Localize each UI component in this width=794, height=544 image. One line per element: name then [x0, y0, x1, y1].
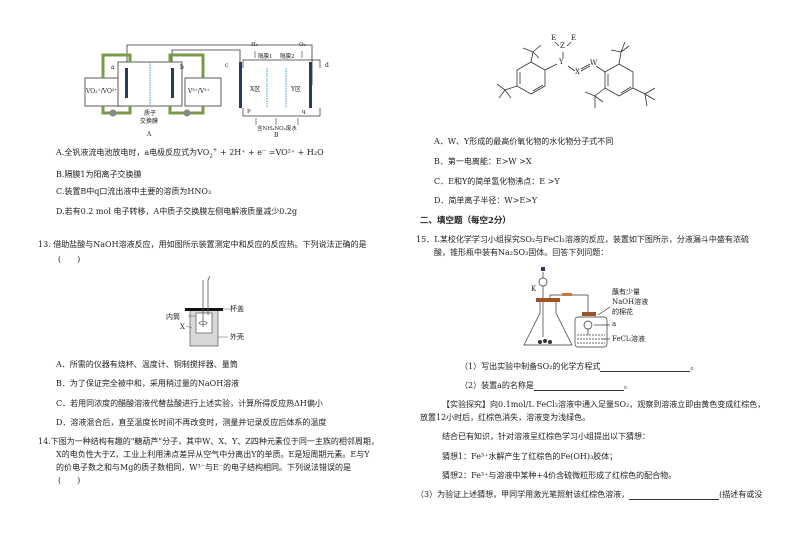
q14-stem-line3: 的价电子数之和与Mg的质子数相同，W³⁻与E⁻的电子结构相同。下列说法错误的是: [56, 463, 352, 472]
cotton-label-3: 的棉花: [612, 308, 633, 316]
gas-h2-label: H₂: [251, 42, 259, 48]
atom-y: Y: [559, 58, 564, 66]
q15-stem-line2: 酸，锥形瓶中装有Na₂SO₃固体。回答下列问题：: [434, 248, 609, 257]
electrode-b-label: b: [180, 64, 184, 71]
gas-o2-label: O₂: [299, 42, 306, 48]
q13-option-c: C．若用同浓度的醋酸溶液代替盐酸进行上述实验，计算所得反应热ΔH偏小: [56, 399, 323, 408]
q13-option-a: A．所需的仪器有烧杯、温度计、铜制搅拌器、量筒: [56, 360, 238, 369]
q12-option-a: A.全钒液流电池放电时，a电极反应式为VO2+ + 2H⁺ + e⁻ =VO²⁺…: [56, 147, 324, 160]
zone-x-label: X区: [250, 86, 261, 93]
atom-e-right: E: [571, 34, 577, 42]
x-label: X: [180, 323, 185, 331]
inner-cylinder-label: 内筒: [166, 313, 180, 321]
atom-w: W: [590, 59, 598, 67]
caption-b: B: [274, 132, 279, 139]
q14-option-c: C．E和Y的简单氢化物沸点：E >Y: [434, 177, 560, 186]
q13-stem: 13. 借助盐酸与NaOH溶液反应，用如图所示装置测定中和反应的反应热。下列说法…: [38, 240, 367, 249]
q14-option-a: A．W、Y形成的最高价氧化物的水化物分子式不同: [434, 137, 614, 146]
cotton-label-2: NaOH溶液: [612, 298, 649, 306]
zone-y-label: Y区: [291, 86, 301, 93]
electrode-d-label: d: [325, 62, 329, 69]
section-title-fill-in: 二、填空题（每空2分）: [420, 216, 511, 226]
atom-e-left: E: [551, 34, 557, 42]
figure-electrochem-ab: VO₂⁺/VO²⁺ V³⁺/V²⁺ a b 质子 交换膜 A c d H₂ O₂…: [75, 40, 345, 140]
q15-sub2: （2）装置a的名称是。: [460, 381, 632, 391]
q13-answer-paren: ( ): [58, 255, 81, 264]
inlet-label: 含NH₄NO₃废水: [257, 126, 297, 132]
figure-so2-apparatus: K 蘸有少量 NaOH溶液 的棉花 a FeCl₃溶液: [510, 265, 690, 355]
cotton-label-1: 蘸有少量: [612, 288, 640, 296]
q14-number: 14.: [38, 437, 51, 446]
q12-option-c: C.装置B中q口流出液中主要的溶质为HNO₃: [56, 187, 212, 196]
q15-explore-line2: 放置12小时后，红棕色消失，溶液变为浅绿色。: [420, 413, 591, 422]
figure-molecule: E Z E Y X W: [495, 34, 685, 128]
outer-shell-label: 外壳: [230, 333, 244, 341]
valve-k-label: K: [531, 285, 537, 293]
tank-label-left: VO₂⁺/VO²⁺: [86, 88, 118, 95]
lid-label: 杯盖: [230, 305, 244, 313]
figure-calorimeter: 杯盖 内筒 X 外壳: [150, 265, 300, 355]
atom-z: Z: [560, 42, 565, 50]
outlet-p-label: P: [247, 109, 251, 115]
q14-option-d: D．简单离子半径：W>E>Y: [434, 196, 538, 205]
q13-number: 13.: [38, 240, 51, 249]
caption-a: A: [147, 131, 152, 138]
q14-stem-line1: 14.下图为一种结构有趣的"糖葫芦"分子，其中W、X、Y、Z四种元素位于同一主族…: [38, 437, 379, 446]
q13-option-b: B．为了保证完全被中和，采用稍过量的NaOH溶液: [56, 379, 240, 388]
membrane-1-label: 隔膜1: [258, 54, 273, 60]
q15-explore-line1: 【实验探究】向0.1mol/L FeCl₃溶液中通入足量SO₂，观察到溶液立即由…: [442, 400, 766, 409]
q15-sub3: （3）为验证上述猜想，甲同学用激光笔照射该红棕色溶液，(描述有或没: [416, 490, 763, 500]
answer-blank-1[interactable]: [600, 363, 691, 372]
fecl3-solution-label: FeCl₃溶液: [612, 335, 646, 343]
q12-option-b: B.隔膜1为阳离子交换膜: [56, 170, 142, 179]
device-a-label: a: [612, 320, 617, 328]
q15-stem-line1: 15．Ⅰ.某校化学学习小组探究SO₂与FeCl₃溶液的反应，装置如下图所示，分液…: [416, 235, 749, 244]
q15-sub1: （1）写出实验中制备SO₂的化学方程式。: [460, 362, 699, 372]
membrane-label-2: 交换膜: [140, 118, 159, 125]
electrode-c-label: c: [225, 62, 229, 69]
q13-option-d: D．溶液混合后，直至温度长时间不再改变时，测量并记录反应后体系的温度: [56, 418, 327, 427]
tank-label-right: V³⁺/V²⁺: [188, 88, 210, 95]
q14-stem-line2: X的电负性大于Z，工业上利用沸点差异从空气中分离出Y的单质。E是短周期元素。E与…: [56, 450, 370, 459]
q15-guess1: 猜想1：Fe³⁺水解产生了红棕色的Fe(OH)₃胶体；: [442, 452, 618, 461]
electrode-a-label: a: [111, 64, 115, 71]
answer-blank-2[interactable]: [533, 382, 624, 391]
answer-blank-3[interactable]: [629, 491, 720, 500]
atom-x: X: [575, 68, 580, 76]
outlet-q-label: q: [302, 109, 306, 115]
q12-option-d: D.若有0.2 mol 电子转移，A中质子交换膜左侧电解液质量减少0.2g: [56, 207, 298, 216]
q15-guess2: 猜想2：Fe³⁺与溶液中某种+4价含硫微粒形成了红棕色的配合物。: [442, 471, 677, 480]
q15-number: 15．: [416, 235, 435, 244]
membrane-2-label: 隔膜2: [280, 54, 295, 60]
q14-answer-paren: ( ): [58, 476, 81, 485]
membrane-label-1: 质子: [144, 110, 157, 117]
q15-combine: 结合已有知识，针对溶液呈红棕色学习小组提出以下猜想：: [442, 432, 650, 441]
q14-option-b: B．第一电离能：E>W >X: [434, 157, 532, 166]
